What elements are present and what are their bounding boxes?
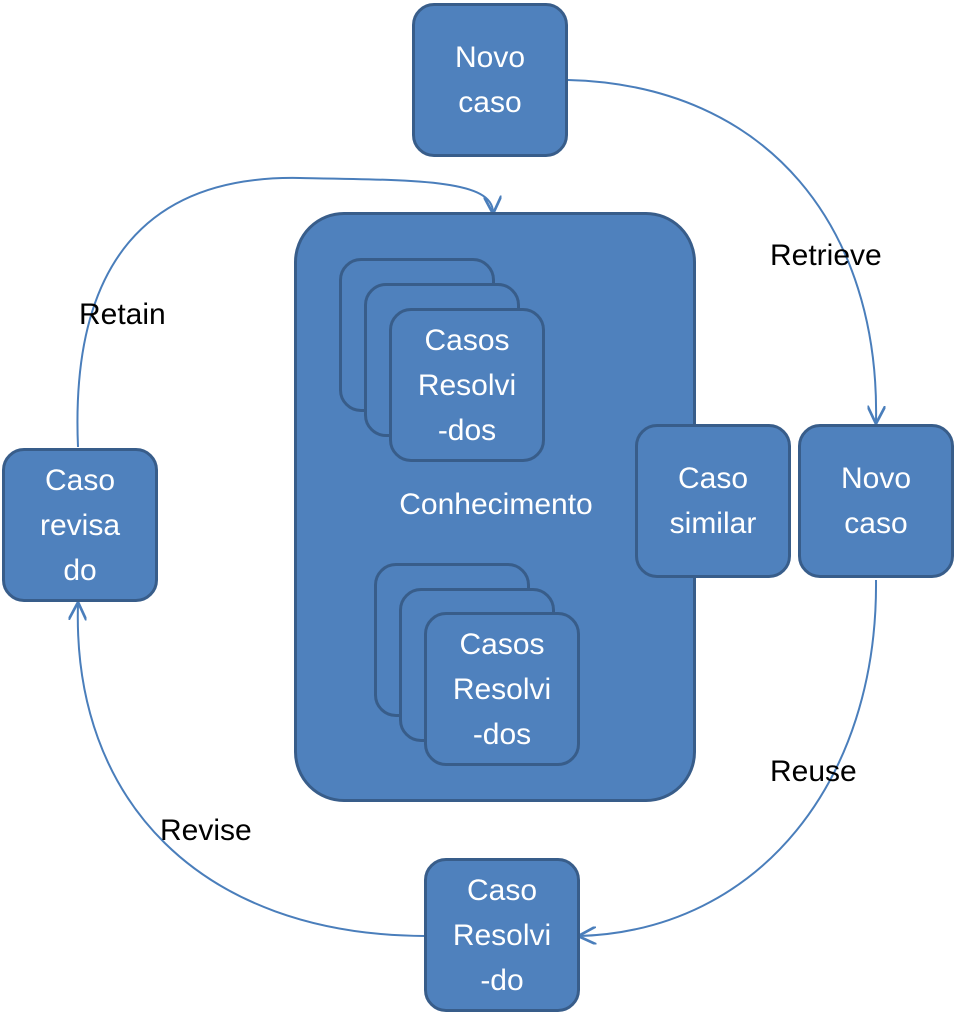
node-text-line: similar [669, 507, 757, 540]
revise-arrow [78, 604, 426, 937]
node-text-line: -do [480, 963, 524, 997]
node-text-line: Resolvi [452, 672, 552, 706]
retain-arrow [76, 176, 493, 448]
reuse-arrow [580, 579, 878, 936]
node-text-line: Caso [677, 462, 749, 495]
revise-label: Revise [160, 814, 252, 847]
node-text-line: Caso [466, 873, 538, 907]
node-text-line: Resolvi [417, 368, 517, 402]
novo-caso-right-node: Novo caso [798, 424, 954, 578]
node-text-line: Resolvi [452, 918, 552, 952]
node-text-line: -dos [472, 717, 532, 751]
node-text-line: Novo [454, 41, 526, 74]
node-text-line: revisa [39, 508, 121, 542]
caso-revisado-node: Caso revisa do [2, 448, 158, 602]
caso-similar-node: Caso similar [635, 424, 791, 578]
casos-resolvidos-top-node: Casos Resolvi -dos [389, 308, 545, 462]
node-text-line: Novo [840, 462, 912, 495]
node-text-line: do [63, 553, 97, 587]
reuse-label: Reuse [770, 755, 857, 788]
novo-caso-top-node: Novo caso [412, 3, 568, 157]
retain-label: Retain [79, 298, 166, 331]
caso-resolvido-node: Caso Resolvi -do [424, 858, 580, 1012]
casos-resolvidos-bottom-node: Casos Resolvi -dos [424, 612, 580, 766]
node-text-line: Casos [459, 627, 545, 661]
retrieve-arrow [567, 79, 876, 422]
conhecimento-label: Conhecimento [399, 488, 593, 521]
node-text-line: Caso [44, 463, 116, 497]
node-text-line: caso [458, 86, 522, 119]
node-text-line: Casos [424, 323, 510, 357]
retrieve-label: Retrieve [770, 239, 882, 272]
node-text-line: -dos [437, 413, 497, 447]
node-text-line: caso [844, 507, 908, 540]
